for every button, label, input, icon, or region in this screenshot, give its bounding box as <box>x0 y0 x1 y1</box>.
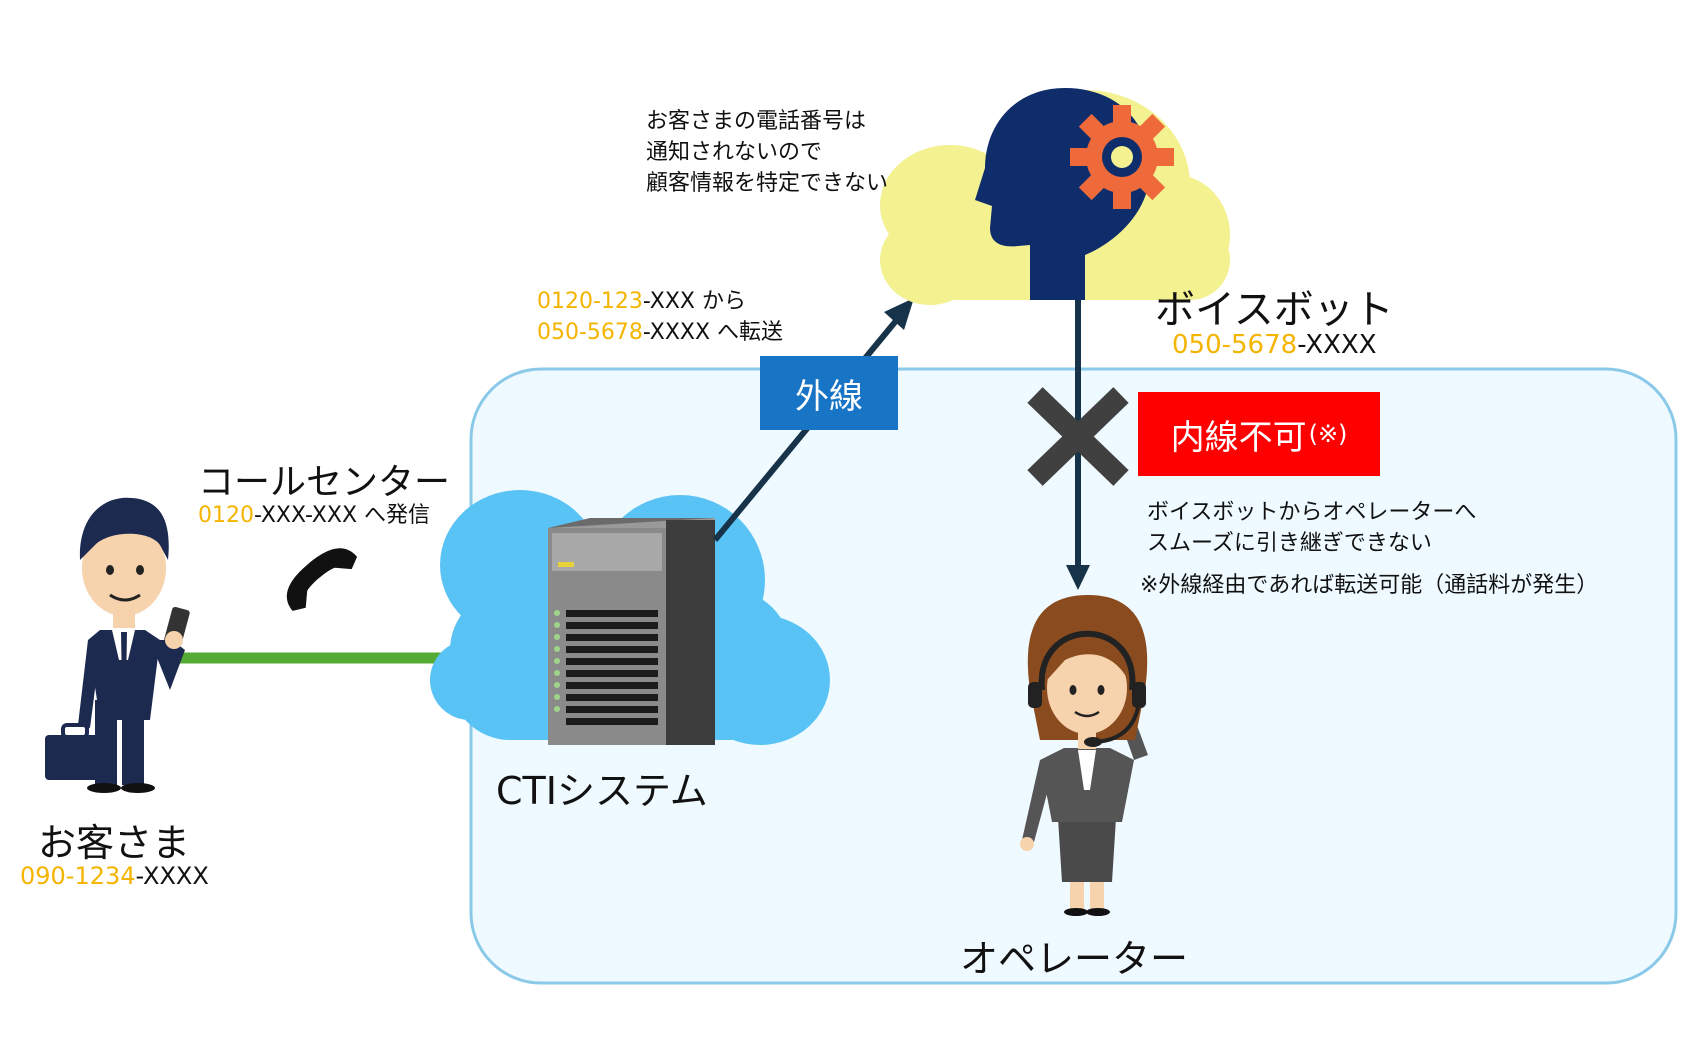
server-icon <box>548 518 715 745</box>
customer-person-icon <box>45 497 190 793</box>
internal-line-arrowhead <box>1066 565 1090 590</box>
operator-label: オペレーター <box>960 937 1189 981</box>
transfer-line-2: 050-5678-XXXX へ転送 <box>537 320 784 345</box>
call-center-number: 0120-XXX-XXX へ発信 <box>198 503 431 528</box>
voicebot-label: ボイスボット <box>1155 287 1394 333</box>
internal-note: ボイスボットからオペレーターへ スムーズに引き継ぎできない <box>1147 497 1476 559</box>
outside-line-badge: 外線 <box>760 356 898 430</box>
voicebot-phone: 050-5678-XXXX <box>1172 330 1377 360</box>
call-center-label: コールセンター <box>198 462 451 503</box>
operator-person-icon <box>1020 595 1148 916</box>
cti-label: CTIシステム <box>496 769 708 813</box>
internal-note-line: ボイスボットからオペレーターへ <box>1147 500 1477 525</box>
customer-phone: 090-1234-XXXX <box>20 862 209 890</box>
ai-head-icon <box>975 88 1174 300</box>
internal-note-line: スムーズに引き継ぎできない <box>1147 531 1432 556</box>
transfer-line-1: 0120-123-XXX から <box>537 289 746 314</box>
voicebot-note-line: お客さまの電話番号は <box>646 109 867 134</box>
outside-line-arrowhead <box>884 298 914 330</box>
internal-blocked-badge: 内線不可(※) <box>1138 392 1380 476</box>
blocked-x-icon <box>1027 387 1129 486</box>
voicebot-note-line: 顧客情報を特定できない <box>646 171 889 196</box>
phone-handset-icon <box>287 548 358 611</box>
customer-label: お客さま <box>38 821 191 865</box>
voicebot-note-line: 通知されないので <box>646 140 823 165</box>
voicebot-note: お客さまの電話番号は 通知されないので 顧客情報を特定できない <box>646 106 888 199</box>
internal-footnote: ※外線経由であれば転送可能（通話料が発生） <box>1140 573 1599 598</box>
